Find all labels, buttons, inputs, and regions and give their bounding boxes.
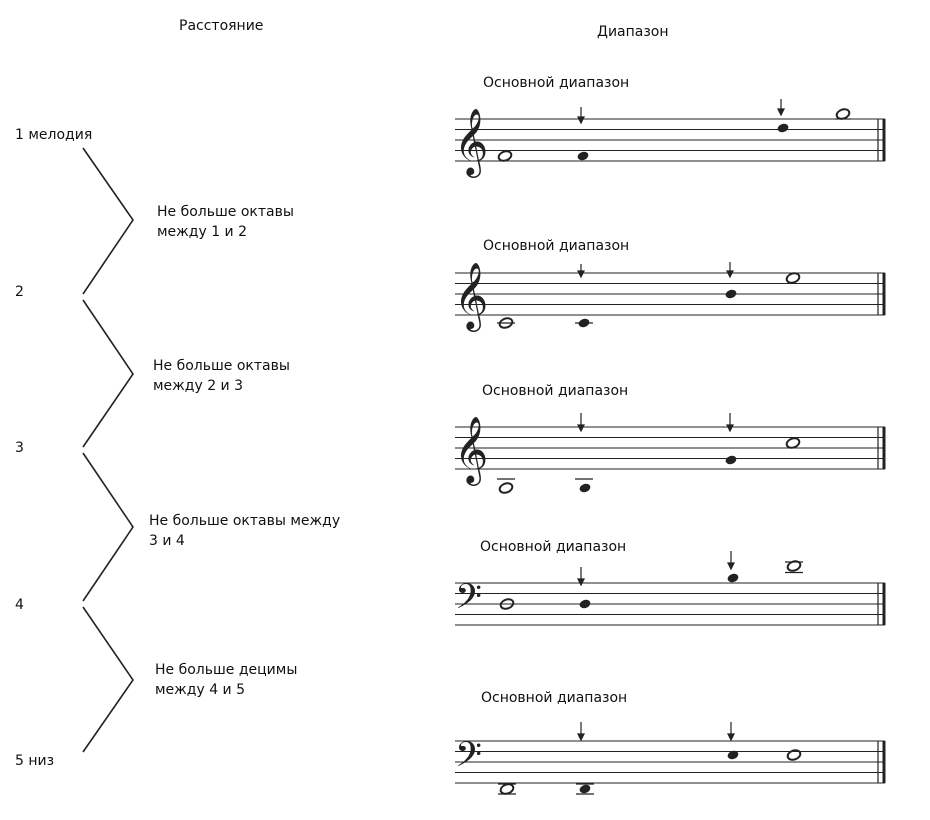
staff-lines bbox=[455, 740, 885, 784]
voice-label-4: 4 bbox=[15, 597, 24, 613]
note-filled bbox=[579, 784, 591, 794]
staff-5: 𝄢 bbox=[455, 722, 886, 795]
interval-brackets bbox=[82, 147, 134, 753]
note-whole bbox=[785, 437, 801, 449]
down-arrow-head bbox=[577, 733, 585, 742]
note-whole bbox=[498, 482, 514, 494]
interval-note-4-5-line2: между 4 и 5 bbox=[155, 682, 246, 698]
interval-note-1-2-line1: Не больше октавы bbox=[157, 204, 294, 220]
arrow-markers bbox=[577, 99, 785, 125]
interval-note-3-4: Не больше октавы между 3 и 4 bbox=[149, 511, 340, 551]
interval-note-4-5-line1: Не больше децимы bbox=[155, 662, 298, 678]
bass-clef: 𝄢 bbox=[455, 734, 482, 783]
treble-clef: 𝄞 bbox=[454, 415, 488, 486]
bass-clef: 𝄢 bbox=[455, 576, 482, 625]
down-arrow-head bbox=[727, 562, 735, 571]
treble-clef: 𝄞 bbox=[454, 261, 488, 332]
staff-caption-2: Основной диапазон bbox=[483, 238, 630, 254]
down-arrow-head bbox=[577, 116, 585, 125]
staff-4: 𝄢 bbox=[455, 551, 886, 626]
staff-caption-5: Основной диапазон bbox=[481, 690, 628, 706]
interval-note-4-5: Не больше децимы между 4 и 5 bbox=[155, 660, 297, 700]
staff-lines bbox=[455, 118, 885, 162]
note-whole bbox=[786, 560, 802, 572]
note-filled bbox=[578, 318, 590, 328]
staff-1: 𝄞 bbox=[454, 99, 886, 178]
range-header: Диапазон bbox=[597, 24, 669, 40]
staff-caption-3: Основной диапазон bbox=[482, 383, 629, 399]
note-filled bbox=[579, 483, 591, 493]
note-whole bbox=[498, 317, 514, 329]
bracket-1-2 bbox=[82, 147, 134, 295]
note-whole bbox=[497, 150, 513, 162]
note-filled bbox=[725, 455, 737, 465]
down-arrow-head bbox=[577, 578, 585, 587]
note-filled bbox=[727, 750, 739, 760]
note-whole bbox=[835, 108, 851, 120]
staff-3: 𝄞 bbox=[454, 413, 886, 494]
interval-note-2-3: Не больше октавы между 2 и 3 bbox=[153, 356, 290, 396]
voice-label-3: 3 bbox=[15, 440, 24, 456]
down-arrow-head bbox=[726, 424, 734, 433]
interval-note-1-2: Не больше октавы между 1 и 2 bbox=[157, 202, 294, 242]
staff-caption-4: Основной диапазон bbox=[480, 539, 627, 555]
distance-header: Расстояние bbox=[179, 18, 264, 34]
arrow-markers bbox=[577, 551, 735, 587]
note-whole bbox=[786, 749, 802, 761]
interval-note-2-3-line1: Не больше октавы bbox=[153, 358, 290, 374]
note-filled bbox=[777, 123, 789, 133]
note-whole bbox=[499, 598, 515, 610]
arrow-markers bbox=[577, 262, 734, 279]
note-filled bbox=[577, 151, 589, 161]
voice-label-1: 1 мелодия bbox=[15, 127, 93, 143]
staff-caption-1: Основной диапазон bbox=[483, 75, 630, 91]
voice-label-2: 2 bbox=[15, 284, 24, 300]
down-arrow-head bbox=[726, 270, 734, 279]
interval-note-1-2-line2: между 1 и 2 bbox=[157, 224, 248, 240]
bracket-4-5 bbox=[82, 606, 134, 753]
arrow-markers bbox=[577, 413, 734, 433]
staff-lines bbox=[455, 426, 885, 470]
bracket-2-3 bbox=[82, 299, 134, 448]
note-filled bbox=[579, 599, 591, 609]
down-arrow-head bbox=[577, 270, 585, 279]
down-arrow-head bbox=[777, 108, 785, 117]
arrow-markers bbox=[577, 722, 735, 742]
voice-label-5: 5 низ bbox=[15, 753, 55, 769]
interval-note-3-4-line1: Не больше октавы между bbox=[149, 513, 341, 529]
staff-2: 𝄞 bbox=[454, 261, 886, 332]
staff-lines bbox=[455, 272, 885, 316]
down-arrow-head bbox=[577, 424, 585, 433]
down-arrow-head bbox=[727, 733, 735, 742]
note-filled bbox=[725, 289, 737, 299]
interval-note-2-3-line2: между 2 и 3 bbox=[153, 378, 244, 394]
bracket-3-4 bbox=[82, 452, 134, 602]
note-whole bbox=[499, 783, 515, 795]
staff-lines bbox=[455, 582, 885, 626]
note-filled bbox=[727, 573, 739, 583]
treble-clef: 𝄞 bbox=[454, 107, 488, 178]
interval-note-3-4-line2: 3 и 4 bbox=[149, 533, 185, 549]
note-whole bbox=[785, 272, 801, 284]
